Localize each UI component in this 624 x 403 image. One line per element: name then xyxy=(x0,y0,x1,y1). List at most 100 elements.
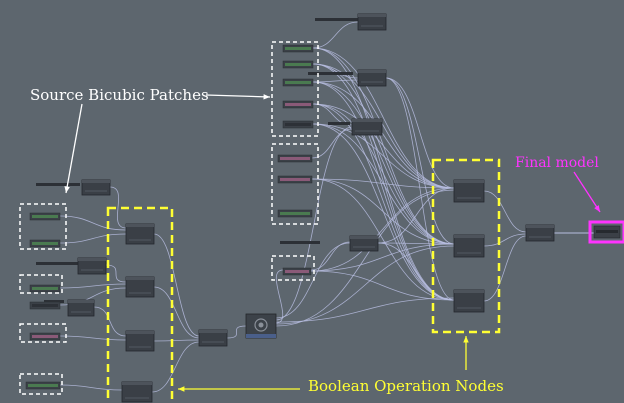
wire xyxy=(109,186,127,229)
wire xyxy=(385,77,455,189)
final-model-arrow-head xyxy=(594,205,600,212)
wire xyxy=(385,77,455,301)
source-arrow-right-head xyxy=(263,94,270,100)
wire xyxy=(312,103,455,301)
patch-swatch xyxy=(32,242,58,245)
final-model-box xyxy=(588,220,624,244)
wire xyxy=(312,81,455,189)
source-patch-node[interactable] xyxy=(29,332,61,341)
node-stub xyxy=(280,241,320,244)
patch-swatch xyxy=(28,384,58,387)
node-header xyxy=(78,258,106,261)
final-model-label: Final model xyxy=(515,155,599,171)
wire xyxy=(312,63,359,79)
source-patch-node[interactable] xyxy=(277,175,313,184)
operation-node[interactable] xyxy=(198,329,228,347)
wire xyxy=(311,178,455,245)
node-header xyxy=(358,14,386,17)
patch-swatch xyxy=(285,270,309,273)
node-header xyxy=(68,300,94,303)
wire xyxy=(385,77,455,245)
wire xyxy=(275,297,455,323)
wire xyxy=(153,286,200,339)
source-patch-node[interactable] xyxy=(25,381,61,390)
source-patch-box xyxy=(19,323,67,343)
source-patch-node[interactable] xyxy=(29,212,61,221)
source-patch-node[interactable] xyxy=(282,44,314,53)
wire xyxy=(151,341,200,393)
wire xyxy=(312,63,455,189)
wire xyxy=(483,190,527,233)
final-node-bar xyxy=(596,230,618,233)
wire xyxy=(377,187,455,244)
source-patch-node[interactable] xyxy=(29,301,61,310)
node-body xyxy=(453,289,485,313)
operation-node[interactable] xyxy=(67,299,95,317)
render-node-icon[interactable] xyxy=(245,313,277,339)
node-stub xyxy=(308,72,353,75)
wire xyxy=(377,242,455,245)
operation-node[interactable] xyxy=(351,118,383,136)
source-patch-node[interactable] xyxy=(277,154,313,163)
node-body xyxy=(453,179,485,203)
wire xyxy=(275,269,284,324)
operation-node[interactable] xyxy=(349,235,379,252)
source-patch-node[interactable] xyxy=(277,209,313,218)
operation-node[interactable] xyxy=(125,330,155,352)
patch-swatch xyxy=(32,215,58,218)
source-patch-node[interactable] xyxy=(282,120,314,129)
source-patch-node[interactable] xyxy=(282,100,314,109)
wire xyxy=(275,245,455,325)
node-header xyxy=(199,330,227,333)
wire xyxy=(311,178,455,301)
patch-swatch xyxy=(32,304,58,307)
operation-node[interactable] xyxy=(357,69,387,87)
wire xyxy=(93,306,127,337)
node-stub xyxy=(328,122,350,125)
final-model-node[interactable] xyxy=(593,225,621,239)
wire xyxy=(310,241,351,271)
patch-swatch xyxy=(280,157,310,160)
operation-node[interactable] xyxy=(125,223,155,245)
operation-node[interactable] xyxy=(81,179,111,196)
operation-node[interactable] xyxy=(125,276,155,298)
boolean-node-box xyxy=(106,206,174,403)
wire xyxy=(59,335,127,341)
patch-swatch xyxy=(285,47,311,50)
node-header xyxy=(126,277,154,280)
source-patch-node[interactable] xyxy=(282,60,314,69)
operation-node[interactable] xyxy=(357,13,387,31)
source-patch-node[interactable] xyxy=(282,267,312,276)
patch-swatch xyxy=(285,81,311,84)
boolean-nodes-label: Boolean Operation Nodes xyxy=(308,377,504,395)
node-header xyxy=(454,235,484,238)
source-patches-label: Source Bicubic Patches xyxy=(30,86,209,104)
operation-node[interactable] xyxy=(453,179,485,203)
node-header xyxy=(122,382,152,385)
node-stub xyxy=(315,18,360,21)
wire xyxy=(275,189,455,327)
highlight-boxes xyxy=(19,41,624,403)
source-patch-node[interactable] xyxy=(29,239,61,248)
wire xyxy=(312,103,455,245)
operation-node[interactable] xyxy=(77,257,107,275)
wire xyxy=(312,47,455,189)
source-patch-node[interactable] xyxy=(29,284,61,293)
operation-node[interactable] xyxy=(121,381,153,403)
node-header xyxy=(126,224,154,227)
boolean-node-box xyxy=(431,158,501,334)
boolean-arrow-up-head xyxy=(463,336,469,343)
operation-node[interactable] xyxy=(453,234,485,258)
wire xyxy=(312,123,455,189)
source-patch-node[interactable] xyxy=(282,78,314,87)
source-arrow-down xyxy=(65,103,83,194)
wire xyxy=(226,325,247,339)
operation-node[interactable] xyxy=(525,224,555,242)
node-header xyxy=(350,236,378,239)
source-patch-box xyxy=(19,274,63,294)
wire xyxy=(59,283,127,289)
operation-node[interactable] xyxy=(453,289,485,313)
render-node-ring xyxy=(254,318,268,332)
